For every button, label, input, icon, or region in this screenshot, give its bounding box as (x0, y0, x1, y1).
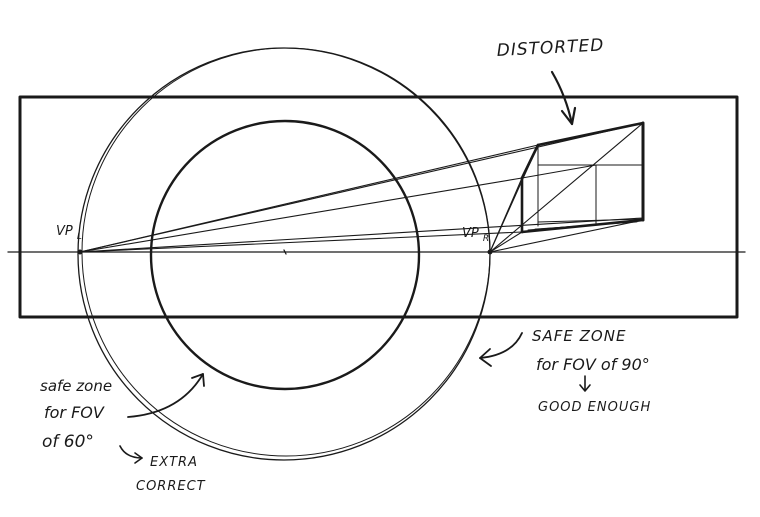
extra-label: EXTRA (150, 455, 198, 470)
fov-90-arrow (479, 332, 523, 367)
distorted-box (520, 121, 645, 234)
safe-zone-60-line3: of 60° (42, 432, 94, 452)
vp-left-subscript: L (77, 232, 82, 242)
vp-left-label: VP L (56, 224, 82, 242)
correct-label: CORRECT (136, 479, 206, 494)
perspective-lines-left (79, 122, 644, 253)
distorted-label: DISTORTED (496, 35, 605, 61)
vp-left-text: VP (56, 224, 73, 239)
good-enough-arrow (579, 375, 591, 392)
safe-zone-90-line1: SAFE ZONE (532, 327, 626, 345)
fov-60-arrow (127, 373, 205, 418)
safe-zone-90-line2: for FOV of 90° (536, 355, 650, 374)
distorted-arrow (550, 70, 577, 126)
picture-plane-frame (18, 95, 739, 319)
safe-zone-60-line2: for FOV (44, 403, 105, 422)
fov-60-circle (149, 119, 421, 391)
vp-right-label: VP R (462, 226, 489, 244)
good-enough-label: GOOD ENOUGH (538, 400, 651, 415)
extra-correct-arrow (119, 445, 143, 464)
perspective-lines-right (489, 122, 644, 253)
vp-right-text: VP (462, 226, 479, 241)
safe-zone-60-line1: safe zone (40, 377, 112, 395)
vp-right-subscript: R (483, 234, 489, 244)
center-tick (283, 249, 287, 255)
